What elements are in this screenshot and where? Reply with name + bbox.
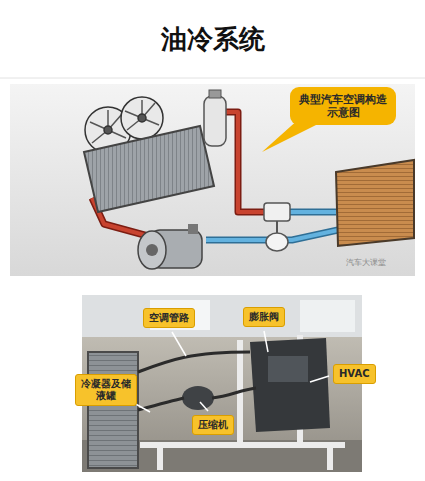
test-bench-photo <box>300 300 355 332</box>
part-tag: 空调管路 <box>143 308 195 328</box>
refrigerant-pipes <box>226 112 264 212</box>
condenser <box>84 126 214 212</box>
evaporator <box>336 160 414 246</box>
leader-line <box>132 331 329 412</box>
fan <box>121 97 163 139</box>
leader-line <box>200 402 208 411</box>
condenser <box>88 352 138 468</box>
refrigerant-pipes <box>290 210 336 214</box>
schematic-panel <box>10 84 415 276</box>
test-bench-photo <box>82 295 362 472</box>
fan <box>125 100 159 130</box>
compressor <box>146 244 158 256</box>
watermark: 汽车大课堂 <box>346 257 386 268</box>
hvac-unit <box>250 338 330 432</box>
ac-pipes <box>138 352 250 372</box>
node-text: 冷凝器及储液罐 <box>81 378 131 402</box>
part-tag: 冷凝器及储液罐 <box>75 374 137 406</box>
compressor <box>188 224 198 234</box>
schematic-panel <box>10 84 415 276</box>
leader-line <box>172 332 186 356</box>
node-text: 压缩机 <box>198 419 228 431</box>
receiver-drier <box>204 96 226 146</box>
header-rule <box>0 78 425 79</box>
fan <box>104 126 112 134</box>
expansion-valve <box>266 233 288 251</box>
refrigerant-pipes <box>290 209 336 216</box>
compressor <box>138 231 166 269</box>
compressor <box>182 386 214 410</box>
part-tag: 膨胀阀 <box>243 307 285 327</box>
compressor <box>138 224 202 269</box>
test-bench-photo <box>82 295 362 472</box>
refrigerant-pipes <box>226 112 264 212</box>
ac-pipes <box>138 352 256 410</box>
node-text: 典型汽车空调构造示意图 <box>299 93 387 119</box>
callout-bubble: 典型汽车空调构造示意图 <box>290 87 396 125</box>
expansion-valve <box>264 203 290 221</box>
ac-pipes <box>212 388 256 398</box>
page-title: 油冷系统 <box>0 22 425 57</box>
receiver-drier <box>209 90 221 98</box>
node-text: 膨胀阀 <box>249 311 279 323</box>
test-bench-photo <box>82 295 362 337</box>
part-tag: HVAC <box>333 364 376 384</box>
leader-line <box>310 376 329 382</box>
fan <box>138 114 146 122</box>
expansion-valve <box>264 203 290 251</box>
node-text: HVAC <box>339 368 370 380</box>
node-text: 空调管路 <box>149 312 189 324</box>
part-tag: 压缩机 <box>192 415 234 435</box>
bench-frame <box>160 445 330 470</box>
leader-line <box>264 331 268 352</box>
expansion-valve <box>276 221 278 233</box>
receiver-drier <box>204 90 226 146</box>
test-bench-photo <box>268 356 308 382</box>
ac-pipes <box>138 398 184 410</box>
